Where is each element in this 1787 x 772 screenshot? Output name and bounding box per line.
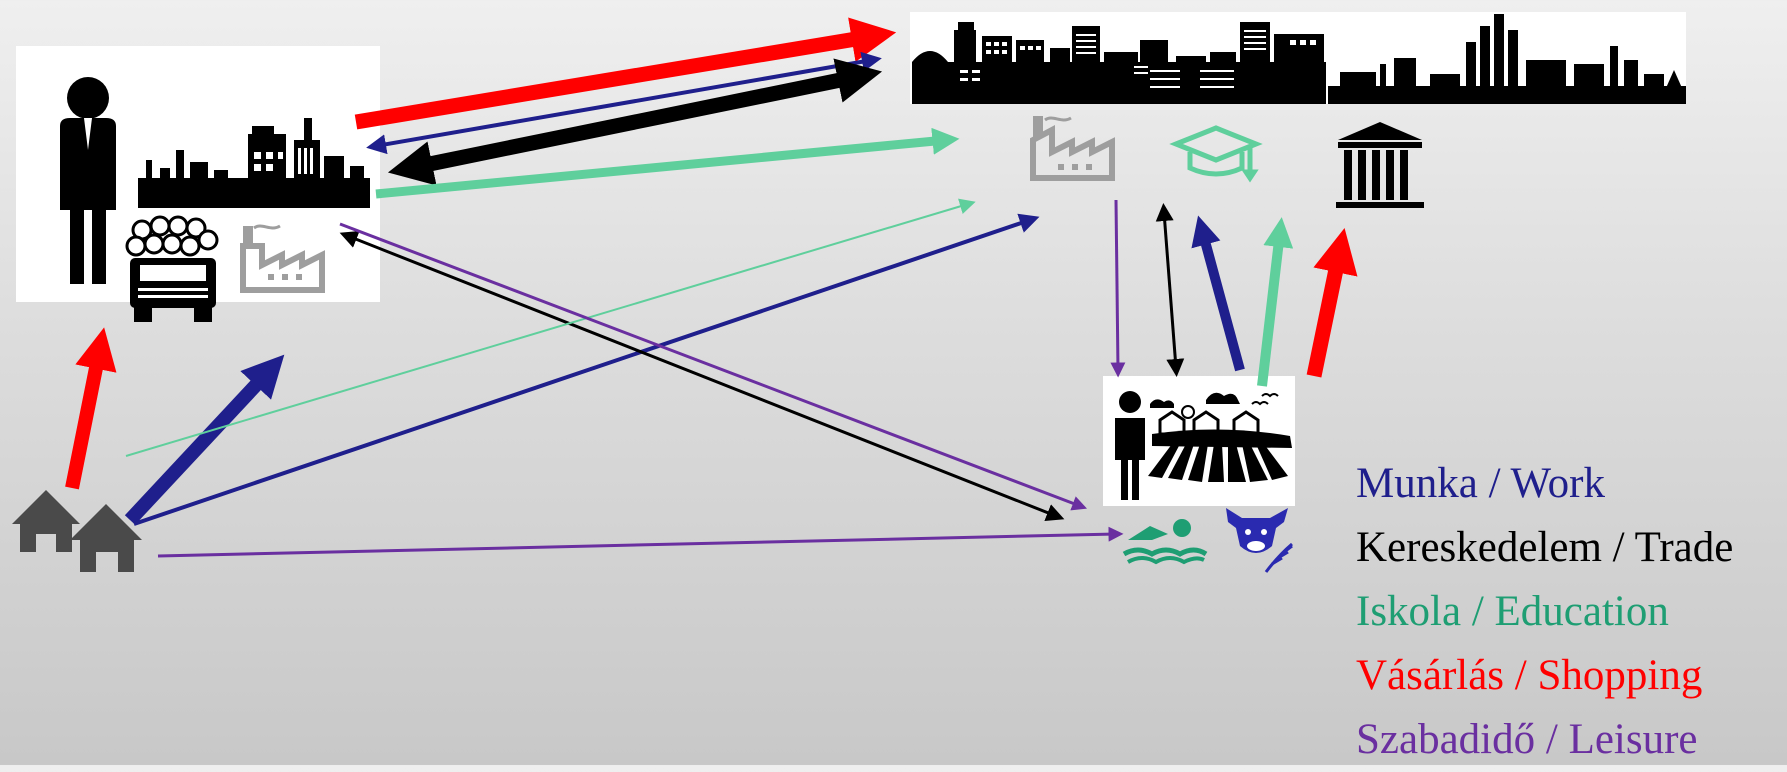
cow-icon (1226, 508, 1292, 572)
work-arrow-rural-to-city (1202, 230, 1240, 370)
legend-label: Szabadidő / Leisure (1356, 716, 1698, 763)
factory-icon (1033, 116, 1112, 178)
legend-item-shopping: Vásárlás / Shopping (1356, 644, 1733, 708)
leisure-arrow-town-to-rural (340, 224, 1080, 506)
legend-item-education: Iskola / Education (1356, 580, 1733, 644)
leisure-arrow-village-to-rural (158, 534, 1116, 556)
education-arrow-town-to-city (376, 140, 946, 194)
legend-item-work: Munka / Work (1356, 452, 1733, 516)
bank-building-icon (1336, 122, 1424, 208)
houses-icon (12, 490, 142, 572)
swimmer-icon (1124, 519, 1206, 562)
graduation-cap-icon (1176, 128, 1256, 178)
trade-arrow-city-rural (1164, 212, 1176, 368)
legend: Munka / Work Kereskedelem / Trade Iskola… (1356, 452, 1733, 772)
legend-item-trade: Kereskedelem / Trade (1356, 516, 1733, 580)
rural-node (1103, 376, 1295, 506)
legend-label: Kereskedelem / Trade (1356, 524, 1733, 571)
city-node (910, 12, 1686, 104)
legend-label: Munka / Work (1356, 460, 1605, 507)
shopping-arrow-rural-to-city (1314, 250, 1340, 376)
work-arrow-village-to-town (130, 370, 270, 520)
education-arrow-rural-to-city (1262, 232, 1280, 386)
legend-label: Vásárlás / Shopping (1356, 652, 1702, 699)
leisure-arrow-city-to-rural (1116, 200, 1118, 370)
shopping-arrow-town-to-city (356, 36, 874, 122)
trade-arrow-town-rural (348, 236, 1056, 516)
small-town-node (16, 46, 380, 322)
log-truck-icon (127, 217, 217, 322)
shopping-arrow-village-to-town (72, 348, 100, 488)
legend-label: Iskola / Education (1356, 588, 1669, 635)
legend-item-leisure: Szabadidő / Leisure (1356, 708, 1733, 772)
